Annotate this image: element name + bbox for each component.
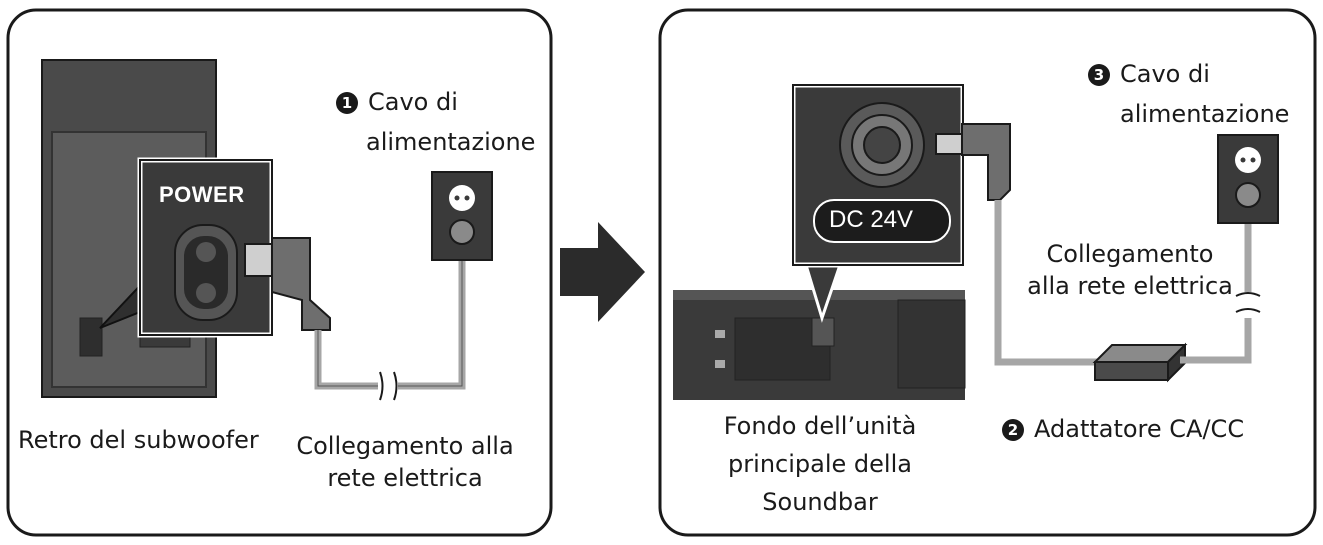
soundbar-line1: Fondo dell’unità <box>723 412 917 440</box>
right-cable-label: 3 Cavo di <box>1088 58 1210 90</box>
right-cable-line1: Cavo di <box>1120 60 1210 88</box>
left-mains-line1: Collegamento alla <box>296 432 514 460</box>
left-cable-outline <box>317 246 463 387</box>
dc-port-callout <box>790 82 966 323</box>
adapter-label: 2 Adattatore CA/CC <box>1002 413 1244 445</box>
right-mains-line2: alla rete elettrica <box>1027 272 1233 300</box>
arrow-right-icon <box>560 222 645 322</box>
soundbar-line2: principale della <box>728 450 912 478</box>
step-3-badge: 3 <box>1088 64 1110 86</box>
break-mark-icon-right <box>1235 292 1261 313</box>
wall-outlet-icon <box>431 171 493 261</box>
left-mains-line2: rete elettrica <box>327 464 483 492</box>
subwoofer-label: Retro del subwoofer <box>18 426 259 454</box>
step-1-badge: 1 <box>336 92 358 114</box>
left-cable-line1: Cavo di <box>368 88 458 116</box>
dc-cable <box>994 200 1100 366</box>
power-plug-icon <box>244 237 331 331</box>
dc-plug-icon <box>935 123 1011 201</box>
soundbar-line3: Soundbar <box>762 488 878 516</box>
left-cable-label: 1 Cavo di <box>336 86 458 118</box>
soundbar-label: Fondo dell’unità principale della Soundb… <box>700 410 940 518</box>
adapter-icon <box>1092 342 1188 383</box>
power-port-callout <box>137 157 275 338</box>
wall-outlet-icon-right <box>1217 134 1279 224</box>
left-mains-label: Collegamento alla rete elettrica <box>285 430 525 494</box>
dc-port-label: DC 24V <box>829 206 914 233</box>
right-cable-line2: alimentazione <box>1120 100 1290 128</box>
step-2-badge: 2 <box>1002 419 1024 441</box>
left-cable-line2: alimentazione <box>366 128 536 156</box>
adapter-text: Adattatore CA/CC <box>1034 415 1245 443</box>
right-mains-line1: Collegamento <box>1046 240 1214 268</box>
power-port-label: POWER <box>159 182 245 207</box>
right-mains-label: Collegamento alla rete elettrica <box>1020 238 1240 302</box>
break-mark-icon <box>379 371 398 401</box>
